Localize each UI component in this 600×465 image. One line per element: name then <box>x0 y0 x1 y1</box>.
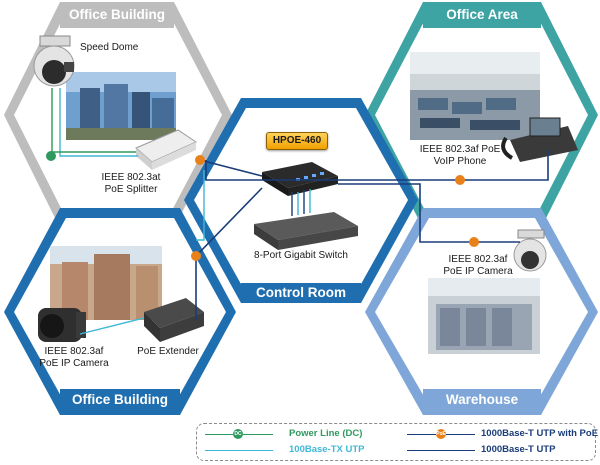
poe-badge-3 <box>469 237 479 247</box>
bullet-ip-camera <box>38 308 86 342</box>
poe-splitter-device <box>135 129 198 170</box>
zone-title-office-building-top: Office Building <box>69 7 165 22</box>
label-ob-camera-2: PoE IP Camera <box>39 358 109 369</box>
label-ob-camera-1: IEEE 802.3af <box>44 346 104 357</box>
office-building-photo <box>66 72 176 140</box>
label-poe-extender: PoE Extender <box>137 346 199 357</box>
voip-phone-device <box>501 117 578 162</box>
label-poe-splitter-2: PoE Splitter <box>104 184 158 195</box>
title-bar-office-building-top <box>60 2 174 28</box>
legend-text-t-utp: 1000Base-T UTP <box>481 444 556 455</box>
zone-title-control-room: Control Room <box>256 285 346 300</box>
legend-text-power-line: Power Line (DC) <box>289 428 363 439</box>
warehouse-photo <box>428 278 540 354</box>
office-area-photo <box>410 52 540 140</box>
zone-title-office-area: Office Area <box>446 7 518 22</box>
title-bar-office-building-bottom <box>60 389 180 415</box>
zone-title-warehouse: Warehouse <box>445 392 519 407</box>
poe-badge-1 <box>195 155 205 165</box>
zone-title-office-building-bottom: Office Building <box>72 392 168 407</box>
title-bar-warehouse <box>423 389 541 415</box>
legend-line-t <box>407 450 475 451</box>
label-voip-2: VoIP Phone <box>433 156 487 167</box>
legend-line-tx <box>205 450 273 451</box>
legend-text-tx-utp: 100Base-TX UTP <box>289 444 365 455</box>
speed-dome-camera <box>33 35 75 87</box>
legend-badge-poe: PoE <box>436 429 446 439</box>
poe-badge-2 <box>455 175 465 185</box>
poe-extender-device <box>144 298 204 342</box>
gigabit-switch-device <box>254 212 358 250</box>
switch-model-badge: HPOE-460 <box>266 132 328 150</box>
hpoe-460-switch <box>262 162 338 196</box>
legend: DC Power Line (DC) PoE 1000Base-T UTP wi… <box>196 423 599 461</box>
label-warehouse-camera-1: IEEE 802.3af <box>448 254 508 265</box>
dc-badge-1 <box>46 151 56 161</box>
legend-badge-dc: DC <box>233 429 243 439</box>
label-poe-splitter-1: IEEE 802.3at <box>101 172 161 183</box>
legend-text-utp-poe: 1000Base-T UTP with PoE <box>481 428 599 439</box>
office-building-bottom-photo <box>50 246 162 320</box>
zone-control-room <box>184 98 418 303</box>
title-bar-control-room <box>241 283 361 303</box>
warehouse-ip-camera <box>513 229 547 272</box>
line-badges <box>46 151 479 261</box>
label-gigabit-switch: 8-Port Gigabit Switch <box>254 250 348 261</box>
poe-badge-4 <box>191 251 201 261</box>
label-speed-dome: Speed Dome <box>80 42 139 53</box>
title-bar-office-area <box>423 2 541 28</box>
label-voip-1: IEEE 802.3af PoE <box>419 144 501 155</box>
label-warehouse-camera-2: PoE IP Camera <box>443 266 513 277</box>
